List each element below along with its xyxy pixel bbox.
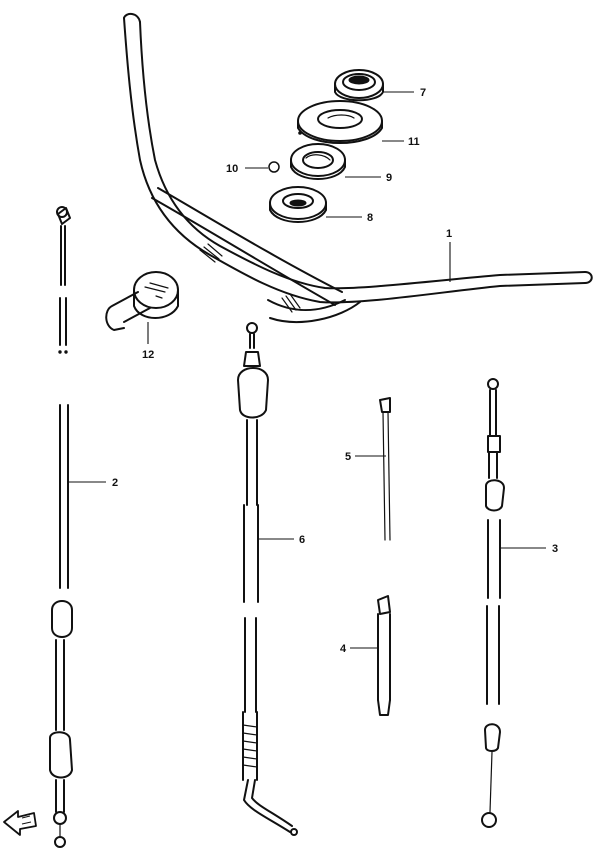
callout-7: 7 <box>420 87 426 99</box>
mid-washer <box>290 143 346 180</box>
callout-3: 3 <box>552 543 558 555</box>
callout-6: 6 <box>299 534 305 546</box>
callout-4: 4 <box>340 643 347 655</box>
callout-numbers: 7 11 9 8 10 1 12 2 3 6 5 4 <box>112 87 558 655</box>
large-washer <box>297 100 383 144</box>
handlebar <box>123 12 593 323</box>
callout-2: 2 <box>112 477 118 489</box>
callout-10: 10 <box>226 163 238 175</box>
arrow-left-icon <box>3 810 37 836</box>
small-ball <box>268 161 280 173</box>
callout-9: 9 <box>386 172 392 184</box>
bottom-washer <box>269 186 327 223</box>
short-cable <box>377 595 391 716</box>
throttle-grip <box>105 271 179 331</box>
callout-8: 8 <box>367 212 373 224</box>
center-cable <box>237 322 298 836</box>
cable-right <box>481 378 505 828</box>
callout-11: 11 <box>408 136 420 148</box>
top-washer <box>334 69 384 102</box>
callout-12: 12 <box>142 349 154 361</box>
cable-left <box>49 206 73 848</box>
leader-lines <box>68 91 546 649</box>
callout-1: 1 <box>446 228 452 240</box>
callout-5: 5 <box>345 451 351 463</box>
thin-cable <box>379 397 391 541</box>
